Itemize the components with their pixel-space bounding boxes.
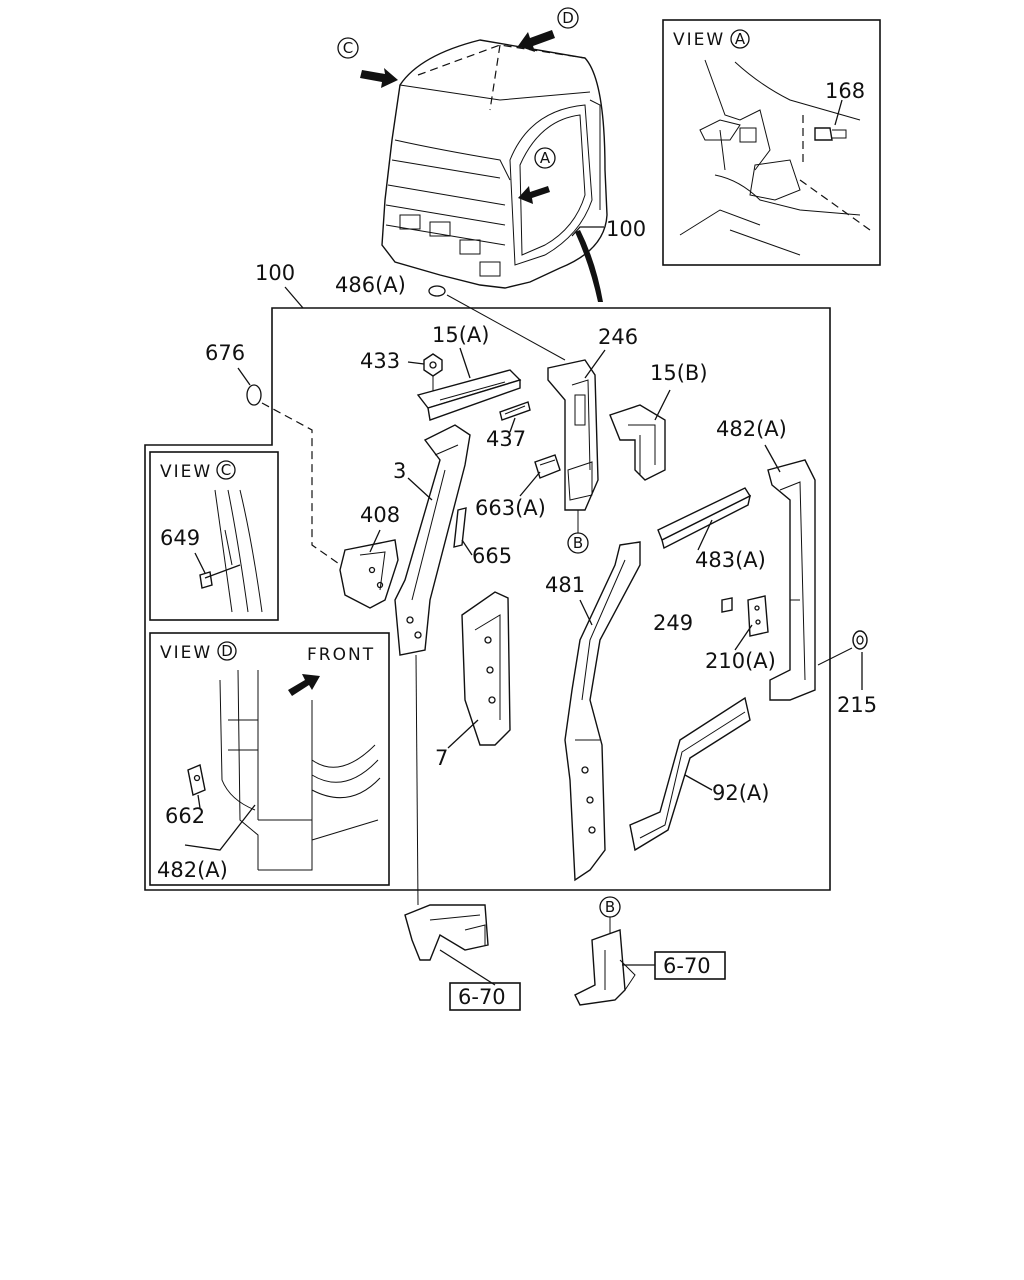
label-482a-view: 482(A)	[157, 858, 228, 882]
label-665: 665	[472, 544, 512, 568]
label-437: 437	[486, 427, 526, 451]
callout-circle-d: D	[557, 7, 579, 29]
label-front: FRONT	[307, 645, 375, 665]
part-3-pillar	[394, 424, 471, 656]
svg-text:VIEW: VIEW	[160, 462, 212, 482]
label-15a: 15(A)	[432, 323, 489, 347]
cab-illustration	[381, 39, 608, 289]
label-486a: 486(A)	[335, 273, 406, 297]
svg-text:D: D	[562, 9, 574, 27]
view-arrow-a	[518, 186, 550, 204]
view-d-box: VIEW D FRONT	[149, 632, 390, 886]
part-483a-rail	[657, 487, 752, 550]
svg-text:D: D	[221, 642, 233, 660]
svg-text:A: A	[540, 149, 551, 167]
part-15a-rail	[416, 369, 522, 421]
part-210a	[747, 595, 769, 637]
part-246-pillar	[547, 359, 599, 511]
svg-text:VIEW: VIEW	[673, 30, 725, 50]
floor-part-left	[404, 904, 489, 961]
svg-text:A: A	[735, 30, 746, 48]
view-arrow-d	[518, 30, 555, 52]
label-649: 649	[160, 526, 200, 550]
view-arrow-c	[360, 68, 398, 88]
view-a-box: VIEW A 168	[662, 19, 881, 266]
label-92a: 92(A)	[712, 781, 769, 805]
part-663a	[534, 454, 561, 479]
label-676: 676	[205, 341, 245, 365]
callout-circle-c: C	[337, 37, 359, 59]
label-100-main: 100	[255, 261, 295, 285]
label-3: 3	[393, 459, 406, 483]
part-15b	[609, 404, 666, 481]
callout-circle-a: A	[534, 147, 556, 169]
floor-part-right	[574, 929, 636, 1006]
label-433: 433	[360, 349, 400, 373]
view-c-box: VIEW C	[149, 451, 279, 621]
label-100-top: 100	[606, 217, 646, 241]
part-408	[339, 539, 399, 609]
label-15b: 15(B)	[650, 361, 708, 385]
part-482a-panel	[767, 459, 816, 701]
part-7-pillar	[461, 591, 511, 746]
label-215: 215	[837, 693, 877, 717]
label-482a: 482(A)	[716, 417, 787, 441]
svg-text:VIEW: VIEW	[160, 643, 212, 663]
svg-text:B: B	[573, 534, 583, 552]
assembly-box	[144, 307, 831, 891]
part-437	[499, 401, 531, 421]
callout-circle-b2: B	[599, 896, 621, 918]
svg-text:6-70: 6-70	[458, 985, 506, 1009]
curved-arrow	[575, 230, 603, 302]
svg-text:6-70: 6-70	[663, 954, 711, 978]
part-215-grommet	[852, 630, 868, 650]
svg-text:B: B	[605, 898, 615, 916]
label-249: 249	[653, 611, 693, 635]
part-433-nut	[423, 353, 443, 377]
label-246: 246	[598, 325, 638, 349]
ref-box-left: 6-70	[449, 982, 521, 1011]
label-168: 168	[825, 79, 865, 103]
part-481-pillar	[564, 541, 641, 882]
label-663a: 663(A)	[475, 496, 546, 520]
label-7: 7	[435, 746, 448, 770]
ref-box-right: 6-70	[654, 951, 726, 980]
label-481: 481	[545, 573, 585, 597]
label-483a: 483(A)	[695, 548, 766, 572]
svg-text:C: C	[221, 461, 231, 479]
part-249	[721, 597, 733, 613]
front-arrow	[288, 674, 320, 696]
label-662: 662	[165, 804, 205, 828]
callout-circle-b: B	[567, 532, 589, 554]
label-408: 408	[360, 503, 400, 527]
label-210a: 210(A)	[705, 649, 776, 673]
part-665	[453, 507, 467, 548]
part-92a-panel	[629, 696, 751, 852]
svg-text:C: C	[343, 39, 353, 57]
